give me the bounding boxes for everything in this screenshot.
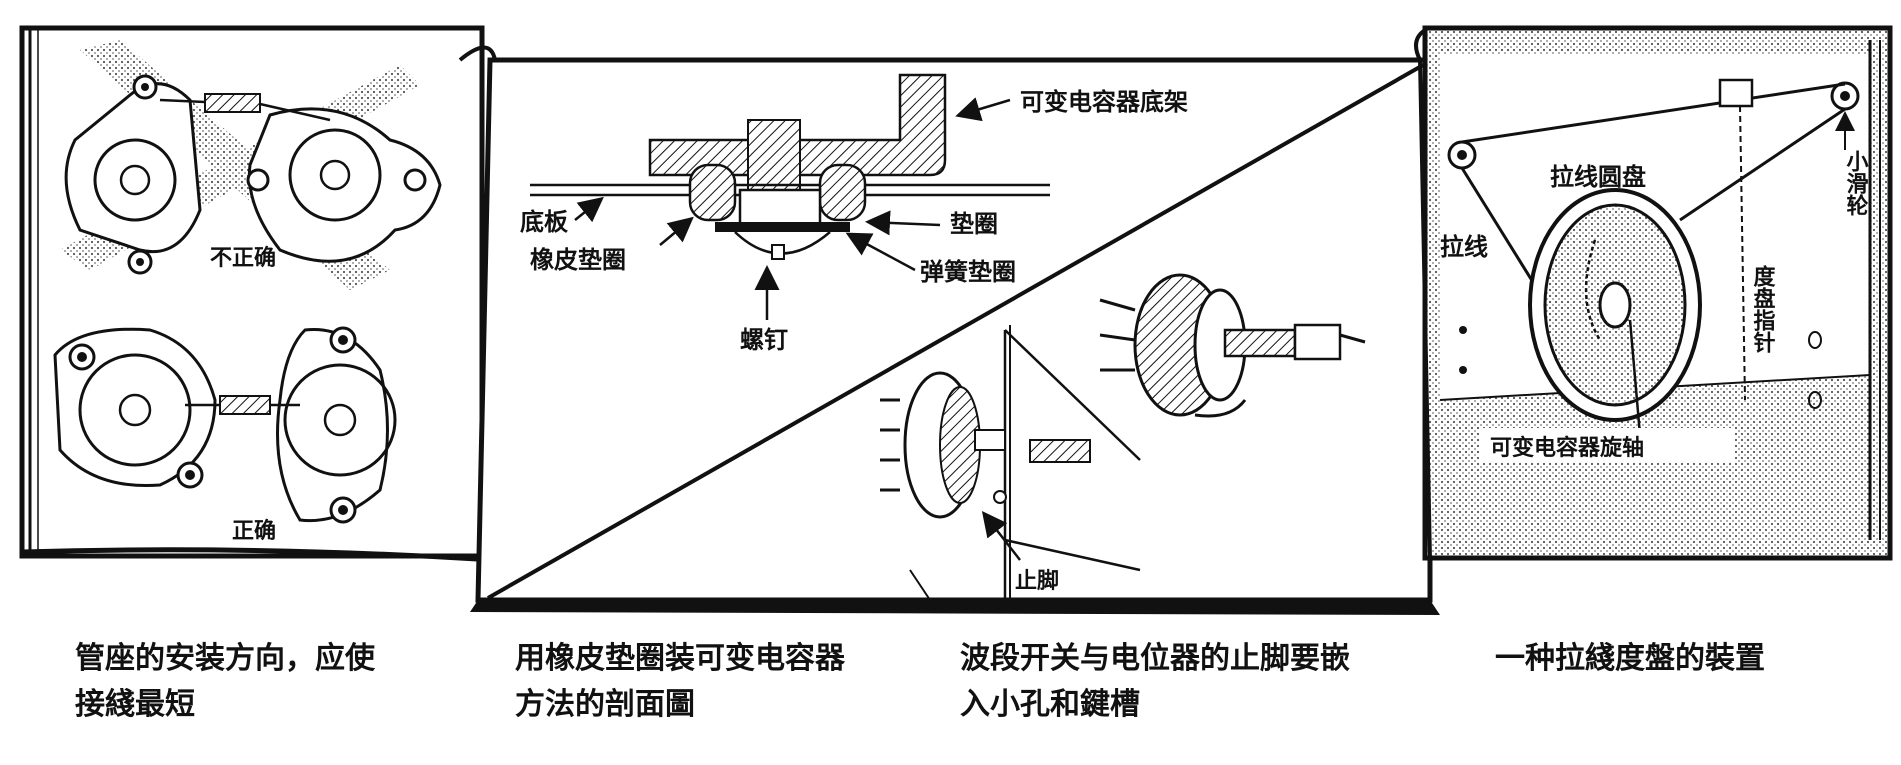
wave-switch — [880, 371, 1007, 519]
dial-panel: 拉线圆盘 拉线 小滑轮 度盘指针 可变电容器旋轴 — [1414, 25, 1893, 561]
socket-panel: 不正确 正确 — [19, 25, 497, 563]
capacitor-cross-section — [530, 73, 1050, 260]
socket-incorrect-left — [64, 74, 202, 275]
potentiometer — [1099, 273, 1366, 418]
label-correct: 正确 — [232, 518, 276, 544]
capacitor-panel: 可变电容器底架 底板 橡皮垫圈 垫圈 弹簧垫圈 螺钉 — [470, 57, 1440, 615]
label-spring-washer: 弹簧垫圈 — [920, 258, 1016, 286]
label-drum: 拉线圆盘 — [1550, 163, 1646, 191]
label-incorrect: 不正确 — [210, 245, 276, 271]
label-shaft: 可变电容器旋轴 — [1490, 435, 1644, 461]
socket-correct-right — [276, 326, 397, 524]
label-cord: 拉线 — [1440, 233, 1488, 261]
label-base-plate: 底板 — [520, 208, 569, 236]
caption-dial: 一种拉綫度盤的裝置 — [1495, 641, 1765, 676]
label-washer: 垫圈 — [950, 210, 998, 238]
caption-switch: 波段开关与电位器的止脚要嵌 入小孔和鍵槽 — [960, 641, 1350, 722]
caption-capacitor: 用橡皮垫圈装可变电容器 方法的剖面圖 — [515, 641, 845, 722]
label-stop-foot: 止脚 — [1015, 569, 1059, 594]
socket-correct-left — [53, 327, 217, 489]
label-pulley: 小滑轮 — [1843, 150, 1869, 216]
label-rubber-washer: 橡皮垫圈 — [530, 246, 626, 274]
resistor-correct — [185, 395, 300, 415]
label-screw: 螺钉 — [740, 326, 788, 354]
resistor-incorrect — [159, 93, 331, 122]
caption-socket: 管座的安装方向，应使 接綫最短 — [75, 641, 375, 722]
socket-incorrect-right — [246, 107, 442, 263]
label-pointer: 度盘指针 — [1750, 264, 1776, 354]
switch-panel: 止脚 — [880, 273, 1366, 601]
label-frame: 可变电容器底架 — [1020, 88, 1188, 116]
